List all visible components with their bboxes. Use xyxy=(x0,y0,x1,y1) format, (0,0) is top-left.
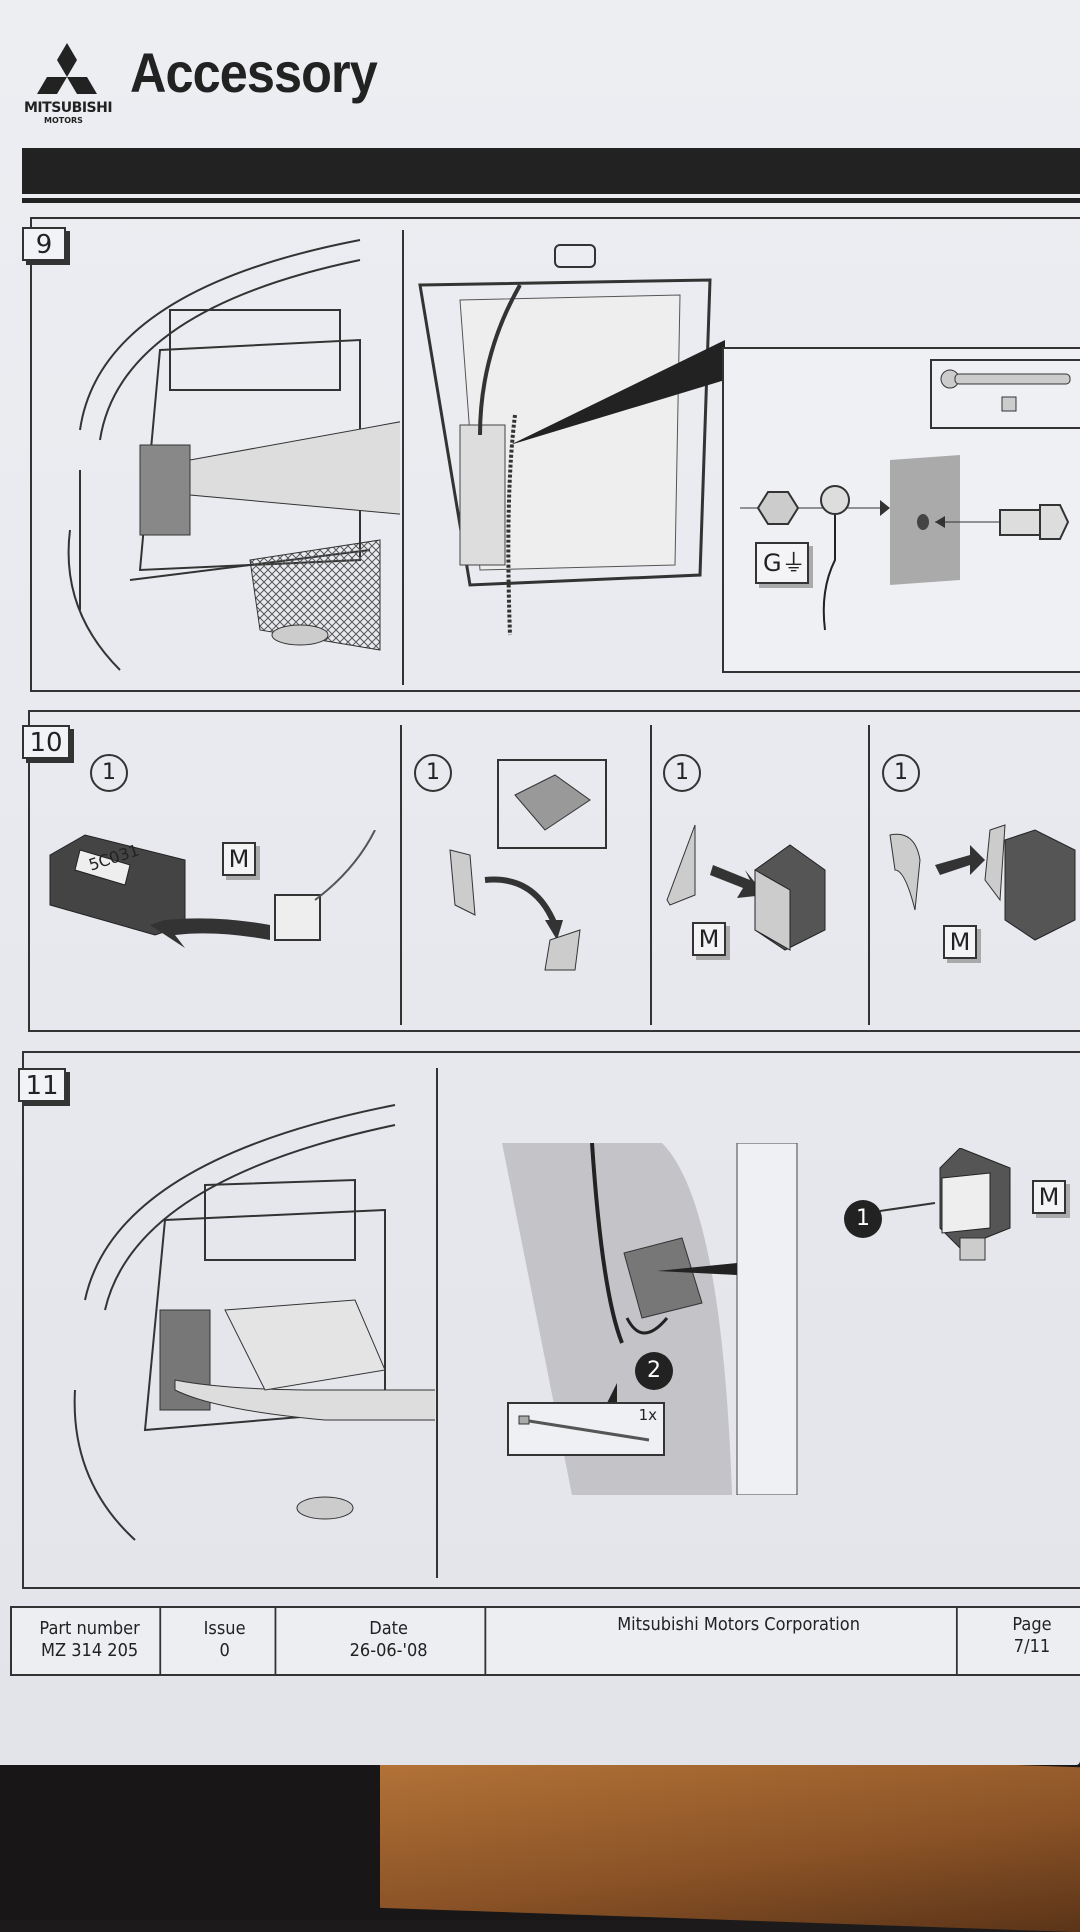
apply-pad-illustration xyxy=(666,824,826,951)
brand-sub: MOTORS xyxy=(44,116,83,125)
callout-1: 1 xyxy=(414,754,452,792)
module-connector-illustration xyxy=(49,830,376,948)
step-number: 9 xyxy=(22,227,66,261)
m-label-box: M xyxy=(1032,1180,1066,1214)
part-number-value: MZ 314 205 xyxy=(40,1640,139,1661)
company-name: Mitsubishi Motors Corporation xyxy=(617,1614,860,1635)
trim-panel-illustration xyxy=(418,244,725,636)
ground-symbol-box: G⏚ xyxy=(755,542,809,584)
instruction-page: MITSUBISHI MOTORS Accessory 9 xyxy=(0,0,1080,1765)
callout-1-badge: 1 xyxy=(844,1200,882,1238)
divider xyxy=(436,1068,438,1578)
trunk-module-location-illustration xyxy=(73,1104,435,1541)
step-11-panel xyxy=(22,1051,1080,1589)
part-number-label: Part number xyxy=(39,1618,140,1639)
page-label: Page xyxy=(1012,1614,1052,1635)
wooden-table xyxy=(380,1742,1080,1932)
module-icon xyxy=(880,1148,1011,1261)
page-value: 7/11 xyxy=(1013,1636,1051,1657)
step-9-panel xyxy=(30,217,1080,692)
callout-1: 1 xyxy=(882,754,920,792)
company-cell: Mitsubishi Motors Corporation xyxy=(521,1608,958,1674)
header-rule xyxy=(22,198,1080,203)
callout-1: 1 xyxy=(663,754,701,792)
step-10-panel xyxy=(28,710,1080,1032)
cable-tie-box: 1x xyxy=(507,1402,665,1456)
trunk-illustration xyxy=(67,239,400,671)
ground-label: G xyxy=(763,549,782,577)
date-label: Date xyxy=(369,1618,408,1639)
divider xyxy=(868,725,870,1025)
socket-wrench-icon xyxy=(930,359,1080,429)
ground-icon: ⏚ xyxy=(781,549,806,577)
adhesive-pad-illustration xyxy=(449,759,607,971)
quantity-label: 1x xyxy=(638,1406,657,1424)
issue-value: 0 xyxy=(219,1640,230,1661)
brand-name: MITSUBISHI xyxy=(24,100,113,116)
divider xyxy=(650,725,652,1025)
m-label-box: M xyxy=(222,842,256,876)
remove-film-illustration xyxy=(889,824,1076,941)
step-number: 11 xyxy=(18,1068,66,1102)
step-number: 10 xyxy=(22,725,70,759)
ground-bolt-illustration xyxy=(740,455,1070,631)
callout-2-badge: 2 xyxy=(635,1352,673,1390)
issue-label: Issue xyxy=(203,1618,246,1639)
page-title: Accessory xyxy=(130,41,378,104)
date-value: 26-06-'08 xyxy=(349,1640,428,1661)
divider xyxy=(400,725,402,1025)
mitsubishi-logo xyxy=(37,43,97,94)
module-mount-detail-illustration xyxy=(502,1143,798,1495)
divider xyxy=(402,230,404,685)
header-bar xyxy=(22,148,1080,194)
cable-tie-icon xyxy=(518,1415,650,1442)
callout-1: 1 xyxy=(90,754,128,792)
m-label-box: M xyxy=(943,925,977,959)
m-label-box: M xyxy=(692,922,726,956)
